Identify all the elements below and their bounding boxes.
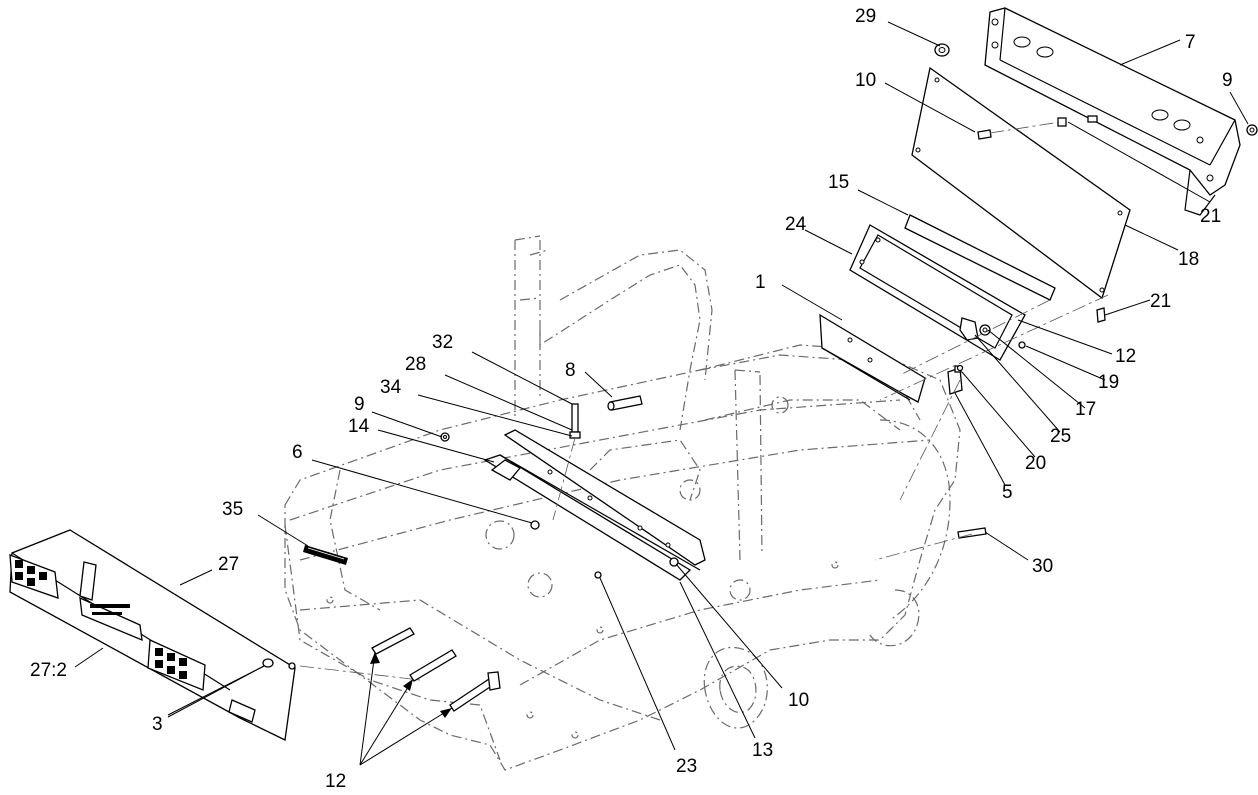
callout-32: 32 [432,332,453,353]
part-35-decal [303,545,348,565]
callout-21: 21 [1200,206,1221,227]
callout-12: 12 [325,771,346,792]
part-10-bolt-top [977,121,1061,140]
part-14-bar [483,454,701,581]
part-24-plate [849,224,1026,361]
callout-5: 5 [1002,482,1013,503]
callout-23: 23 [676,756,697,777]
callout-10: 10 [855,70,876,91]
callout-14: 14 [348,416,370,437]
callout-19: 19 [1098,372,1119,393]
callout-13: 13 [752,740,773,761]
callout-18: 18 [1178,249,1199,270]
callout-6: 6 [292,442,303,463]
part-5-switch [947,364,964,395]
callout-8: 8 [565,360,576,381]
part-12-strips [371,627,501,712]
callout-3: 3 [152,714,163,735]
callout-10: 10 [788,690,809,711]
callout-21: 21 [1150,291,1171,312]
part-29-grommet [934,43,950,57]
solid-parts [9,7,1258,741]
callout-28: 28 [405,354,426,375]
callout-labels: 29 7 9 10 21 15 18 24 21 1 12 19 17 25 2… [30,6,1233,792]
callout-34: 34 [380,377,402,398]
callout-12: 12 [1115,346,1136,367]
callout-1: 1 [755,272,766,293]
part-13-plate [503,429,706,566]
part-8-pin [607,395,643,411]
callout-27-2: 27:2 [30,660,67,681]
callout-25: 25 [1050,426,1071,447]
part-32-bolt [552,403,581,521]
part-27-decal-panel [9,529,296,741]
part-3-screw [262,658,296,670]
callout-35: 35 [222,499,243,520]
callout-15: 15 [828,172,849,193]
part-9-nut-top [1246,124,1258,136]
part-6-nut [530,520,540,530]
callout-29: 29 [855,6,876,27]
leader-lines [74,21,1249,766]
callout-27: 27 [218,554,239,575]
part-21-clip-lower [1096,307,1106,323]
callout-7: 7 [1185,32,1196,53]
part-19-screw [1018,341,1026,349]
part-23-pin [594,571,602,579]
part-21-clip-top [1057,115,1098,127]
part-1-bracket [819,313,926,403]
callout-30: 30 [1032,556,1053,577]
part-7-rear-bracket [984,7,1241,216]
callout-17: 17 [1075,399,1096,420]
part-9-nut-left [440,432,450,442]
callout-20: 20 [1025,453,1046,474]
callout-24: 24 [785,214,807,235]
callout-9: 9 [1222,70,1233,91]
part-25-knob [959,317,991,341]
callout-9: 9 [354,394,365,415]
